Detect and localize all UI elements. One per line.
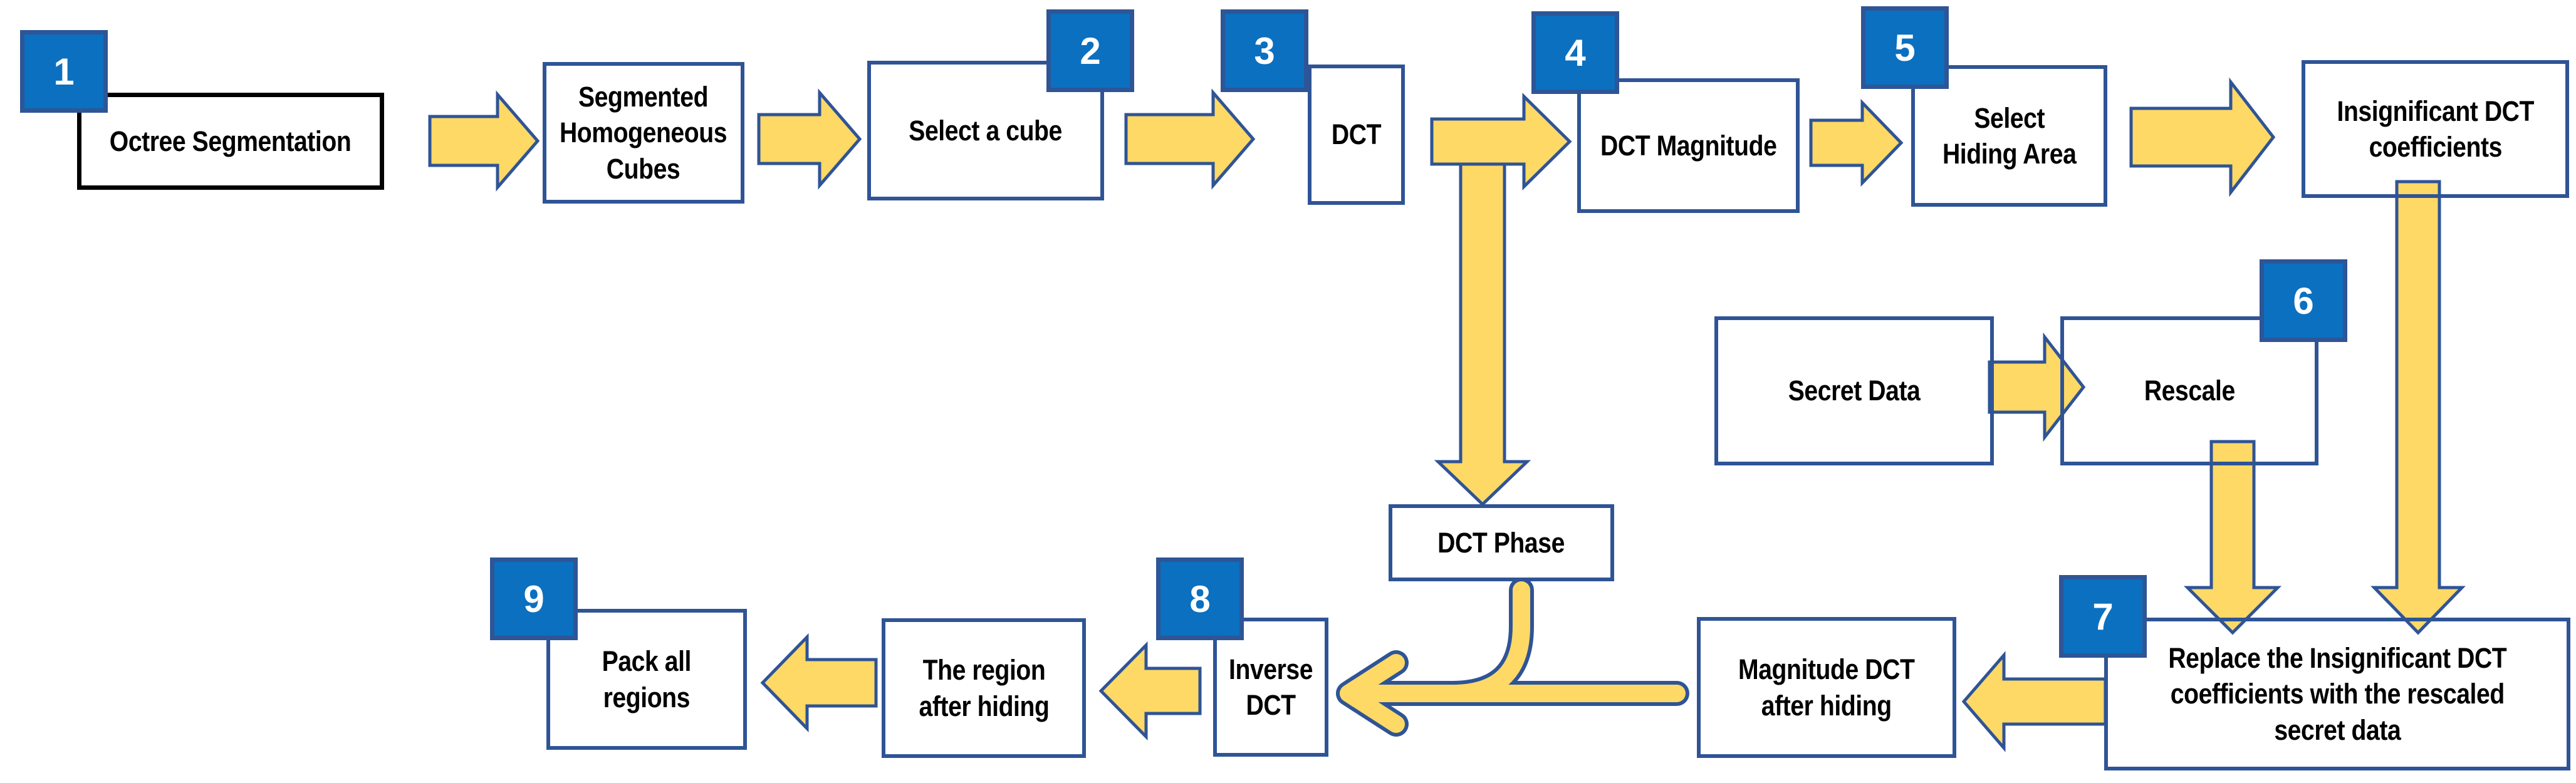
arrow-replace-to-magnitude-after <box>1961 651 2107 752</box>
node-label: DCT <box>1331 118 1382 151</box>
node-select-hiding-area: Select Hiding Area <box>1911 65 2107 207</box>
node-select-a-cube: Select a cube <box>867 61 1104 200</box>
arrow-dct-to-dct-phase <box>1434 160 1531 507</box>
node-label: Select Hiding Area <box>1942 101 2077 170</box>
badge-step-2: 2 <box>1046 9 1134 92</box>
node-label: Replace the Insignificant DCT coefficien… <box>2168 642 2506 746</box>
node-label: Select a cube <box>909 114 1063 147</box>
arrow-region-after-to-pack <box>760 633 878 733</box>
node-label: Magnitude DCT after hiding <box>1738 653 1915 722</box>
badge-step-5: 5 <box>1861 6 1949 89</box>
arrow-select-cube-to-dct <box>1124 88 1256 190</box>
node-label: Segmented Homogeneous Cubes <box>560 81 727 185</box>
arrow-segmented-to-select-cube <box>757 88 862 190</box>
arrow-secret-data-to-rescale <box>1988 332 2086 442</box>
node-label: Insignificant DCT coefficients <box>2337 95 2534 163</box>
arrow-merged-to-inverse-dct <box>1336 578 1689 737</box>
node-label: Pack all regions <box>602 645 692 713</box>
badge-step-7: 7 <box>2059 575 2147 658</box>
node-label: The region after hiding <box>919 654 1049 722</box>
node-segmented-homogeneous-cubes: Segmented Homogeneous Cubes <box>543 62 744 204</box>
badge-step-4: 4 <box>1531 11 1619 94</box>
node-pack-all-regions: Pack all regions <box>546 609 747 750</box>
badge-step-1: 1 <box>20 30 108 113</box>
arrow-octree-to-segmented <box>428 90 540 192</box>
node-dct-magnitude: DCT Magnitude <box>1577 78 1800 213</box>
arrow-select-hiding-to-insignificant <box>2129 77 2276 197</box>
badge-step-9: 9 <box>490 557 578 640</box>
arrow-insignificant-to-replace <box>2370 180 2466 635</box>
node-dct: DCT <box>1308 65 1405 205</box>
node-inverse-dct: Inverse DCT <box>1213 618 1328 757</box>
arrow-inverse-dct-to-region-after <box>1098 641 1202 741</box>
badge-step-3: 3 <box>1221 9 1308 92</box>
arrow-rescale-to-replace <box>2183 440 2282 635</box>
node-label: Inverse DCT <box>1228 653 1313 721</box>
node-region-after-hiding: The region after hiding <box>882 618 1086 758</box>
arrow-dct-magnitude-to-select-hiding <box>1809 98 1904 187</box>
node-label: Secret Data <box>1788 375 1921 407</box>
node-label: Octree Segmentation <box>110 125 352 157</box>
node-replace-insignificant-coefficients: Replace the Insignificant DCT coefficien… <box>2104 618 2570 770</box>
badge-step-6: 6 <box>2260 259 2347 342</box>
node-label: DCT Magnitude <box>1600 129 1777 162</box>
node-dct-phase: DCT Phase <box>1389 504 1614 581</box>
node-octree-segmentation: Octree Segmentation <box>77 93 384 190</box>
badge-step-8: 8 <box>1156 557 1244 640</box>
node-insignificant-dct-coefficients: Insignificant DCT coefficients <box>2302 60 2569 198</box>
node-magnitude-dct-after-hiding: Magnitude DCT after hiding <box>1697 617 1956 758</box>
node-secret-data: Secret Data <box>1714 316 1994 465</box>
node-rescale: Rescale <box>2060 316 2318 465</box>
arrow-dct-to-dct-magnitude <box>1430 93 1572 190</box>
node-label: DCT Phase <box>1437 526 1565 559</box>
node-label: Rescale <box>2144 375 2235 407</box>
